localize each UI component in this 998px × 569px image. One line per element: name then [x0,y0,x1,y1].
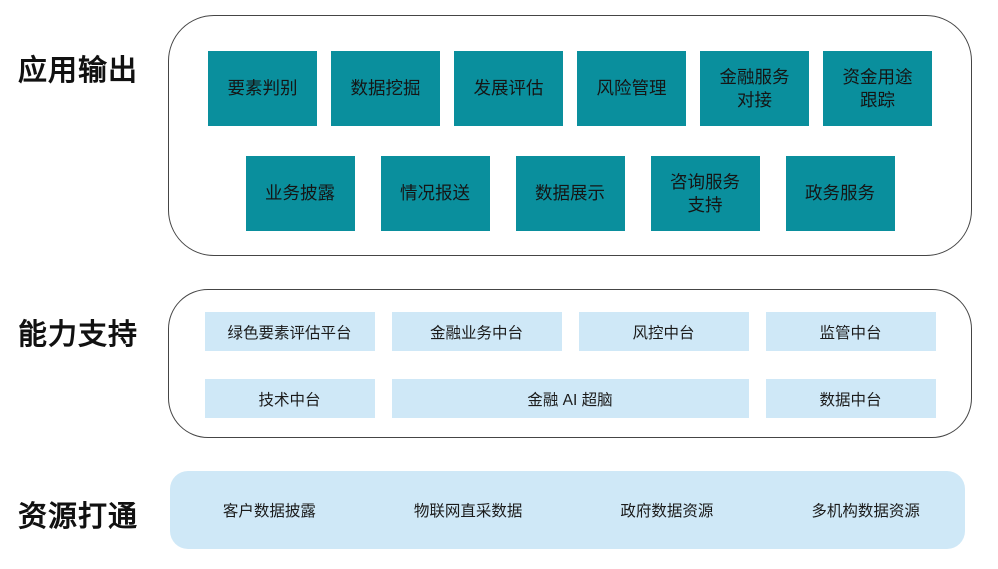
app-output-box: 情况报送 [380,156,490,231]
resource-item: 客户数据披露 [222,503,316,520]
app-output-box: 要素判别 [208,51,317,126]
resource-item: 物联网直采数据 [413,503,523,520]
capability-box: 金融业务中台 [391,312,562,351]
app-output-box: 政务服务 [785,156,895,231]
section-label-app-output: 应用输出 [18,55,139,87]
app-output-box: 咨询服务 支持 [650,156,760,231]
app-output-box: 业务披露 [245,156,355,231]
capability-box: 风控中台 [578,312,749,351]
capability-box: 数据中台 [765,379,936,418]
app-output-box: 资金用途 跟踪 [823,51,932,126]
app-output-box: 金融服务 对接 [700,51,809,126]
app-output-box: 数据挖掘 [331,51,440,126]
capability-row-2: 技术中台 金融 AI 超脑 数据中台 [169,379,971,418]
app-output-box: 风险管理 [577,51,686,126]
app-output-row-1: 要素判别 数据挖掘 发展评估 风险管理 金融服务 对接 资金用途 跟踪 [169,51,971,126]
capability-box: 监管中台 [765,312,936,351]
section-label-resource: 资源打通 [18,501,139,533]
capability-box-wide: 金融 AI 超脑 [391,379,749,418]
capability-box: 技术中台 [204,379,375,418]
app-output-group: 要素判别 数据挖掘 发展评估 风险管理 金融服务 对接 资金用途 跟踪 业务披露… [168,15,972,256]
resource-band: 客户数据披露 物联网直采数据 政府数据资源 多机构数据资源 [170,471,965,549]
capability-row-1: 绿色要素评估平台 金融业务中台 风控中台 监管中台 [169,312,971,351]
capability-box: 绿色要素评估平台 [204,312,375,351]
capability-group: 绿色要素评估平台 金融业务中台 风控中台 监管中台 技术中台 金融 AI 超脑 … [168,289,972,438]
resource-item: 多机构数据资源 [811,503,920,520]
resource-item: 政府数据资源 [620,503,714,520]
section-label-capability: 能力支持 [18,319,139,351]
app-output-box: 发展评估 [454,51,563,126]
app-output-row-2: 业务披露 情况报送 数据展示 咨询服务 支持 政务服务 [169,156,971,231]
app-output-box: 数据展示 [515,156,625,231]
